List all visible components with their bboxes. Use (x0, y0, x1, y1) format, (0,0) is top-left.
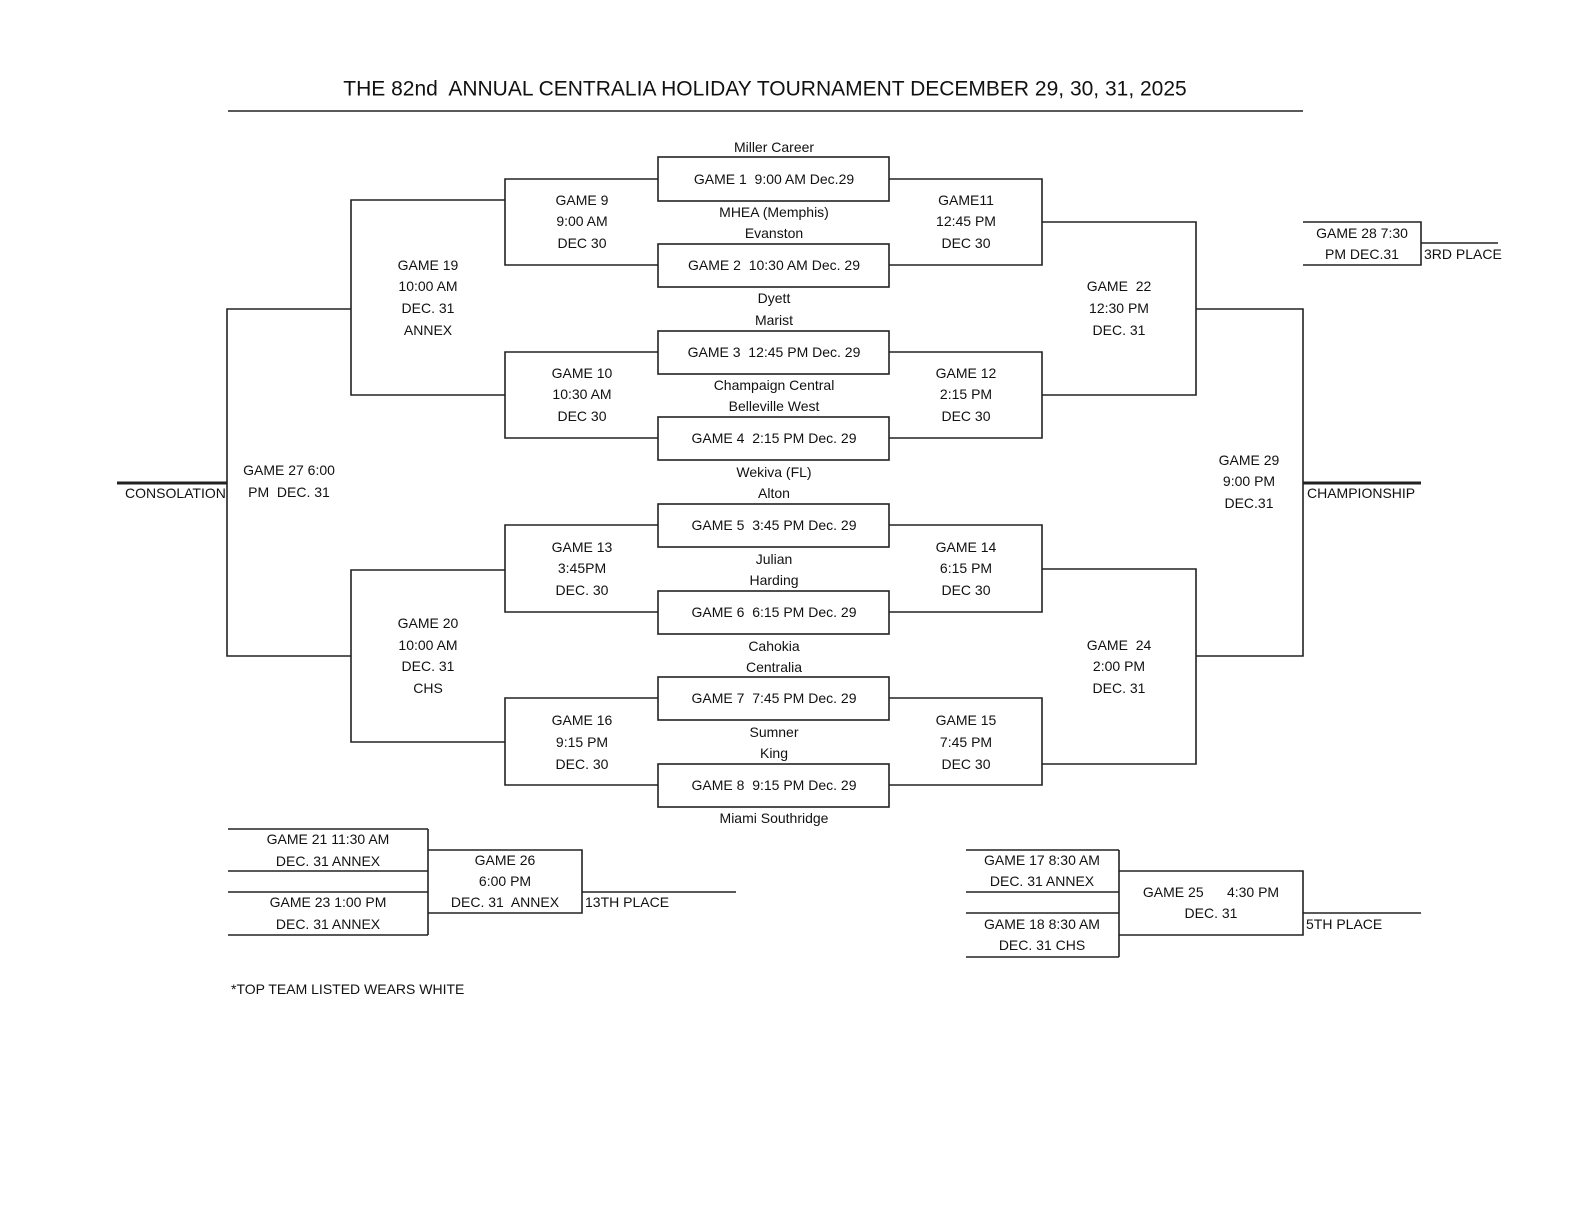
game-19-venue: ANNEX (403, 322, 453, 338)
team-name: Julian (755, 551, 793, 567)
game-13-label: GAME 13 (551, 539, 613, 555)
team-name: MHEA (Memphis) (719, 204, 829, 220)
game-23-date: DEC. 31 ANNEX (275, 916, 381, 932)
game-10-label: GAME 10 (551, 365, 613, 381)
third-place-label: 3RD PLACE (1424, 246, 1502, 262)
game-21-date: DEC. 31 ANNEX (275, 853, 381, 869)
game-27-label: GAME 27 6:00 (243, 462, 335, 478)
game-29-label: GAME 29 (1218, 452, 1280, 468)
game-20-date: DEC. 31 (401, 658, 455, 674)
game-12-time: 2:15 PM (939, 386, 993, 402)
game-22-time: 12:30 PM (1089, 300, 1149, 316)
game-14-date: DEC 30 (941, 582, 991, 598)
game-16-time: 9:15 PM (555, 734, 609, 750)
team-name: Sumner (749, 724, 799, 740)
team-name: King (759, 745, 789, 761)
game-6: GAME 6 6:15 PM Dec. 29 (691, 604, 857, 620)
game-28-date: PM DEC.31 (1325, 246, 1399, 262)
game-19-date: DEC. 31 (401, 300, 455, 316)
game-26-date: DEC. 31 ANNEX (450, 894, 560, 910)
team-name: Cahokia (748, 638, 800, 654)
team-name: Belleville West (728, 398, 820, 414)
game-5: GAME 5 3:45 PM Dec. 29 (691, 517, 857, 533)
team-name: Miami Southridge (719, 810, 829, 826)
team-name: Wekiva (FL) (736, 464, 812, 480)
game-24-date: DEC. 31 (1092, 680, 1146, 696)
game-2: GAME 2 10:30 AM Dec. 29 (688, 257, 860, 273)
game-13-date: DEC. 30 (555, 582, 609, 598)
game-16-label: GAME 16 (551, 712, 613, 728)
game-26-label: GAME 26 (474, 852, 536, 868)
game-7: GAME 7 7:45 PM Dec. 29 (691, 690, 857, 706)
team-name: Harding (749, 572, 799, 588)
game-13-time: 3:45PM (557, 560, 607, 576)
game-20-venue: CHS (413, 680, 443, 696)
game-9-time: 9:00 AM (556, 213, 608, 229)
game-11-label: GAME11 (938, 192, 994, 208)
game-9-date: DEC 30 (557, 235, 607, 251)
game-17-date: DEC. 31 ANNEX (989, 873, 1095, 889)
game-10-time: 10:30 AM (552, 386, 612, 402)
game-25-label: GAME 25 4:30 PM (1142, 884, 1280, 900)
thirteenth-place-label: 13TH PLACE (585, 894, 670, 910)
game-12-date: DEC 30 (941, 408, 991, 424)
game-26-time: 6:00 PM (478, 873, 532, 889)
game-3: GAME 3 12:45 PM Dec. 29 (687, 344, 861, 360)
team-name: Centralia (745, 659, 803, 675)
game-23-label: GAME 23 1:00 PM (269, 894, 387, 910)
game-14-label: GAME 14 (935, 539, 997, 555)
team-name: Miller Career (733, 139, 815, 155)
game-29-date: DEC.31 (1224, 495, 1274, 511)
game-25-date: DEC. 31 (1184, 905, 1238, 921)
game-19-time: 10:00 AM (398, 278, 458, 294)
game-24-time: 2:00 PM (1092, 658, 1146, 674)
game-27-date: PM DEC. 31 (248, 484, 330, 500)
game-15-date: DEC 30 (941, 756, 991, 772)
consolation-label: CONSOLATION (125, 485, 226, 501)
game-14-time: 6:15 PM (939, 560, 993, 576)
game-11-date: DEC 30 (941, 235, 991, 251)
game-28-label: GAME 28 7:30 (1316, 225, 1408, 241)
championship-label: CHAMPIONSHIP (1307, 485, 1416, 501)
game-17-label: GAME 17 8:30 AM (984, 852, 1100, 868)
team-name: Evanston (744, 225, 804, 241)
team-name: Alton (758, 485, 790, 501)
game-20-time: 10:00 AM (398, 637, 458, 653)
game-12-label: GAME 12 (935, 365, 997, 381)
game-1: GAME 1 9:00 AM Dec.29 (693, 171, 855, 187)
fifth-place-label: 5TH PLACE (1306, 916, 1383, 932)
game-18-label: GAME 18 8:30 AM (984, 916, 1100, 932)
game-4: GAME 4 2:15 PM Dec. 29 (691, 430, 857, 446)
team-name: Dyett (757, 290, 791, 306)
game-24-label: GAME 24 (1086, 637, 1152, 653)
game-8: GAME 8 9:15 PM Dec. 29 (691, 777, 857, 793)
game-22-date: DEC. 31 (1092, 322, 1146, 338)
team-name: Champaign Central (713, 377, 835, 393)
team-name: Marist (754, 312, 794, 328)
game-15-time: 7:45 PM (939, 734, 993, 750)
game-22-label: GAME 22 (1086, 278, 1152, 294)
game-10-date: DEC 30 (557, 408, 607, 424)
game-11-time: 12:45 PM (936, 213, 996, 229)
footnote: *TOP TEAM LISTED WEARS WHITE (231, 981, 465, 997)
page-title: THE 82nd ANNUAL CENTRALIA HOLIDAY TOURNA… (343, 77, 1187, 101)
game-16-date: DEC. 30 (555, 756, 609, 772)
game-18-date: DEC. 31 CHS (998, 937, 1086, 953)
game-15-label: GAME 15 (935, 712, 997, 728)
game-29-time: 9:00 PM (1222, 473, 1276, 489)
game-9-label: GAME 9 (555, 192, 609, 208)
game-21-label: GAME 21 11:30 AM (266, 831, 390, 847)
game-20-label: GAME 20 (397, 615, 459, 631)
game-19-label: GAME 19 (397, 257, 459, 273)
